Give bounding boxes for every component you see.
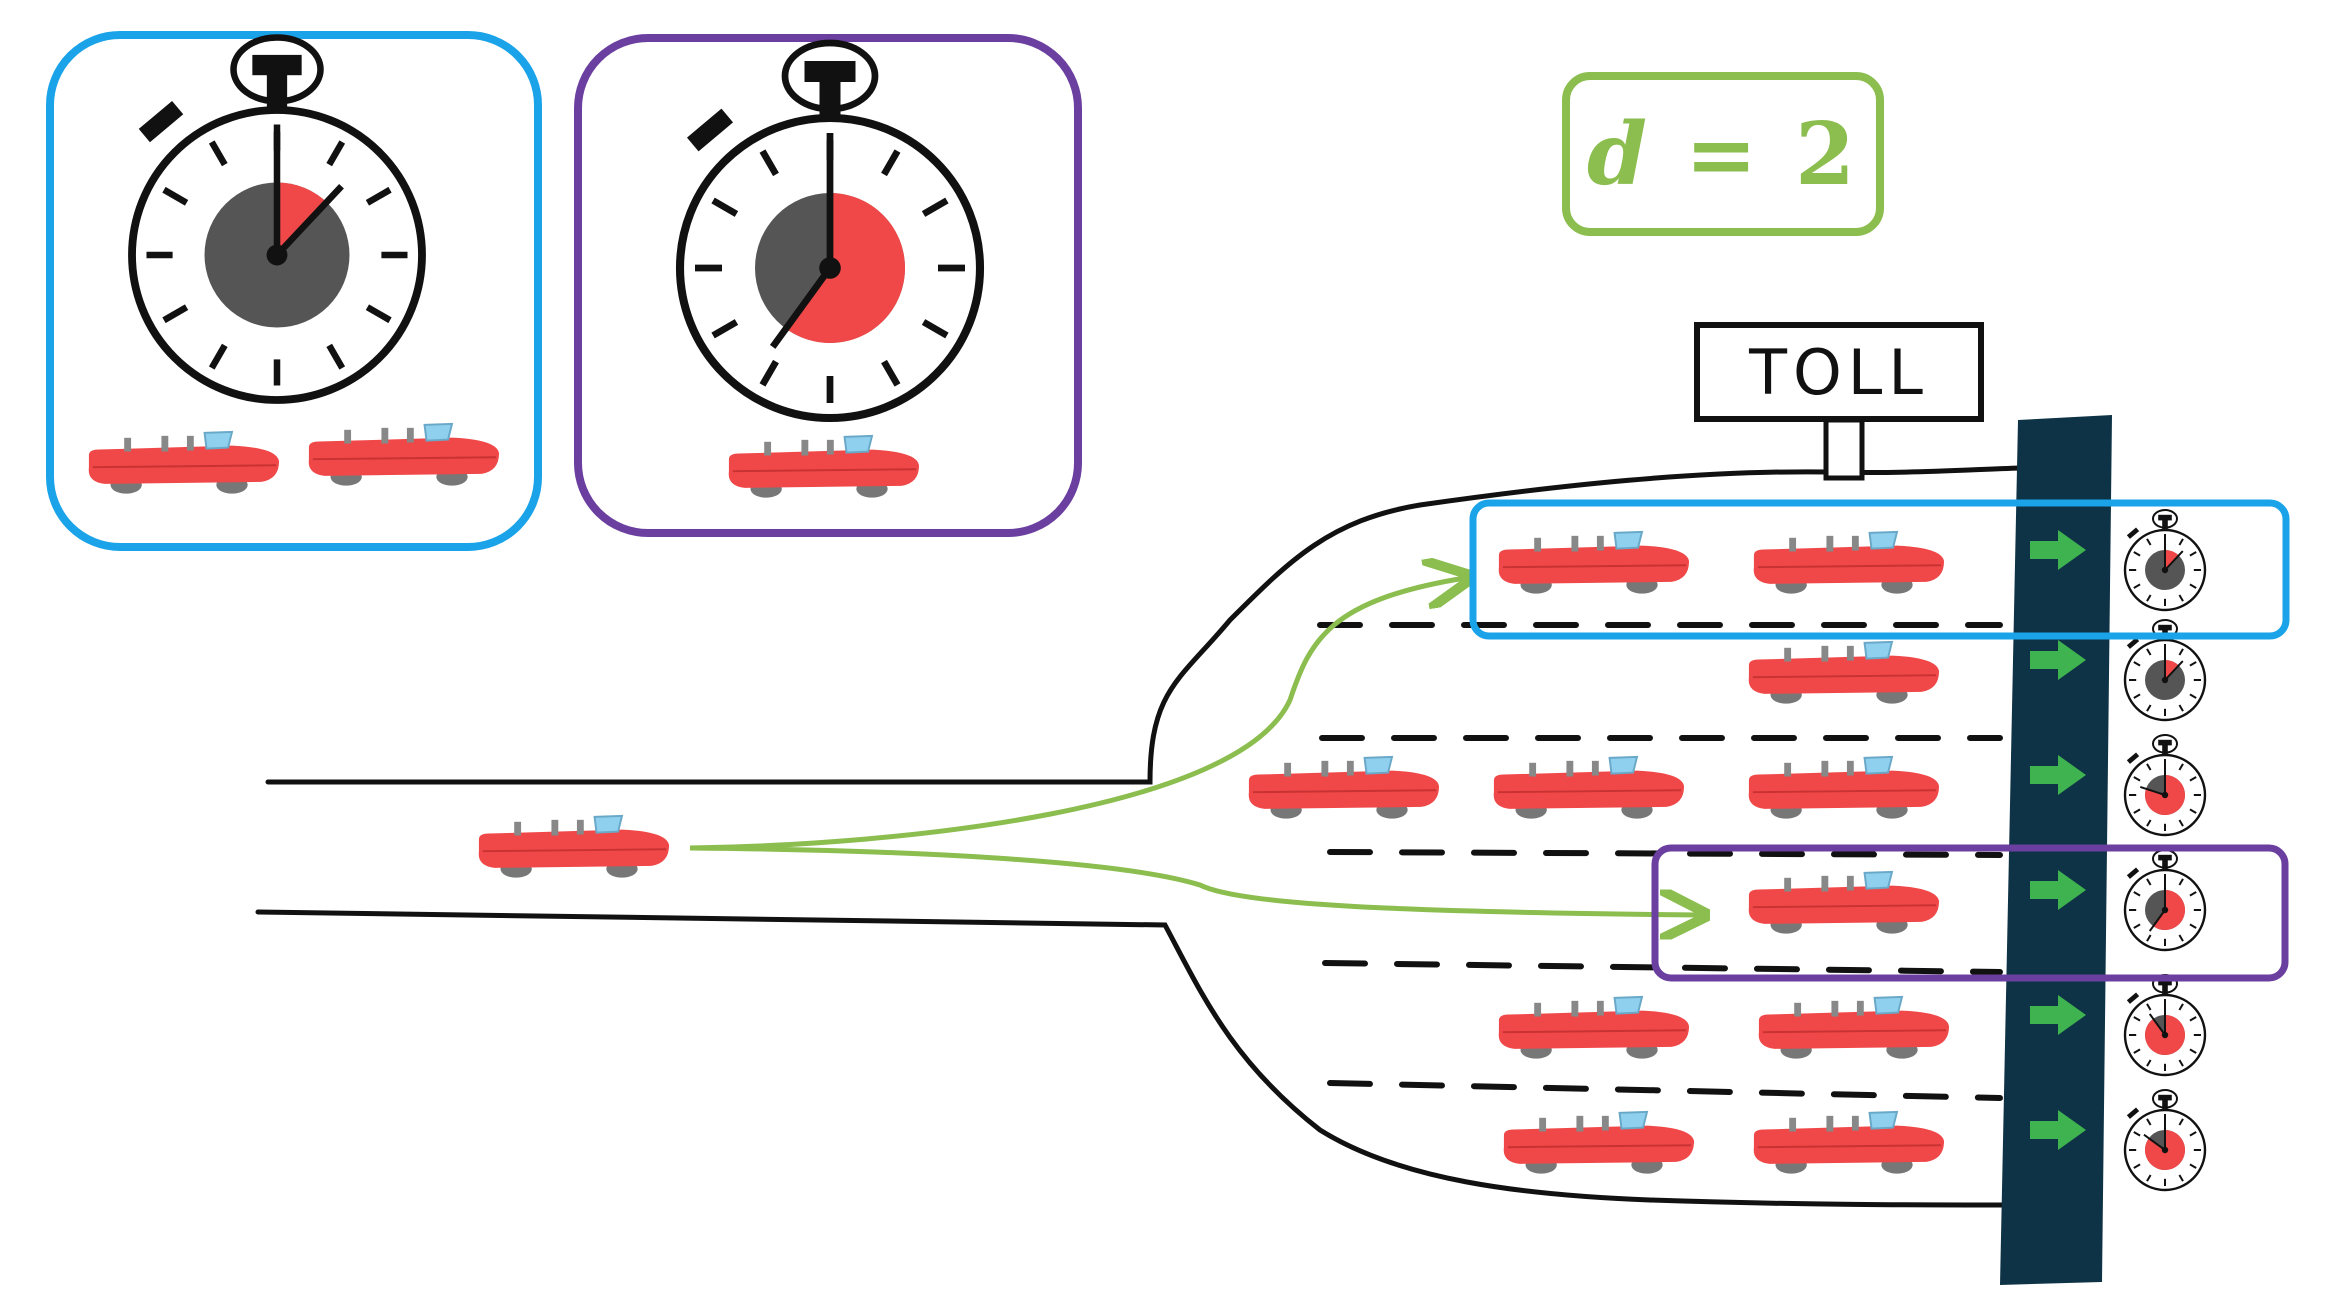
lane-6-car-2 — [1753, 1110, 1945, 1174]
lane-5-car-1 — [1498, 995, 1690, 1059]
booth-arrows — [2030, 530, 2086, 1150]
highlight-box-blue — [1469, 499, 2290, 640]
lane-6-car-1 — [1503, 1110, 1695, 1174]
d-parameter-label: d = 2 — [1587, 103, 1859, 205]
inset-blue-car-2 — [308, 422, 500, 486]
booth-arrow-1 — [2030, 530, 2086, 570]
lane-stopwatches — [2123, 509, 2207, 1192]
lane-cars — [1248, 530, 1950, 1174]
lane-3-car-2 — [1493, 755, 1685, 819]
lane-1-stopwatch-icon — [2123, 509, 2207, 612]
inset-purple-car-1 — [728, 434, 920, 498]
route-arrow-lower — [689, 845, 1700, 915]
highlight-box-purple — [1651, 844, 2289, 982]
d-parameter-box: d = 2 — [1562, 72, 1884, 236]
booth-arrow-5 — [2030, 995, 2086, 1035]
lane-6-stopwatch-icon — [2123, 1089, 2207, 1192]
inset-panel-purple — [574, 34, 1082, 537]
lane-dividers — [1317, 622, 2003, 1101]
lane-3-car-1 — [1248, 755, 1440, 819]
toll-sign: TOLL — [1694, 322, 1984, 422]
routing-arrows — [689, 578, 1700, 915]
toll-sign-post — [1823, 417, 1865, 481]
booth-arrow-2 — [2030, 640, 2086, 680]
inset-purple-stopwatch-icon — [675, 39, 985, 423]
lane-5-stopwatch-icon — [2123, 974, 2207, 1077]
road-outline — [255, 465, 2023, 1208]
inset-panel-content — [88, 34, 985, 498]
toll-sign-text: TOLL — [1749, 335, 1929, 409]
route-arrow-upper — [689, 578, 1465, 851]
lane-4-stopwatch-icon — [2123, 849, 2207, 952]
lane-1-car-1 — [1498, 530, 1690, 594]
lane-3-car-3 — [1748, 755, 1940, 819]
lane-3-stopwatch-icon — [2123, 734, 2207, 837]
lane-2-stopwatch-icon — [2123, 619, 2207, 722]
booth-arrow-4 — [2030, 870, 2086, 910]
incoming-car — [478, 814, 670, 878]
lane-5-car-2 — [1758, 995, 1950, 1059]
incoming-car-shape — [478, 814, 670, 878]
inset-panel-blue — [46, 31, 542, 551]
lane-2-car-1 — [1748, 640, 1940, 704]
inset-blue-stopwatch-icon — [128, 34, 426, 404]
booth-arrow-6 — [2030, 1110, 2086, 1150]
booth-arrow-3 — [2030, 755, 2086, 795]
lane-4-car-1 — [1748, 870, 1940, 934]
inset-blue-car-1 — [88, 430, 280, 494]
lane-1-car-2 — [1753, 530, 1945, 594]
